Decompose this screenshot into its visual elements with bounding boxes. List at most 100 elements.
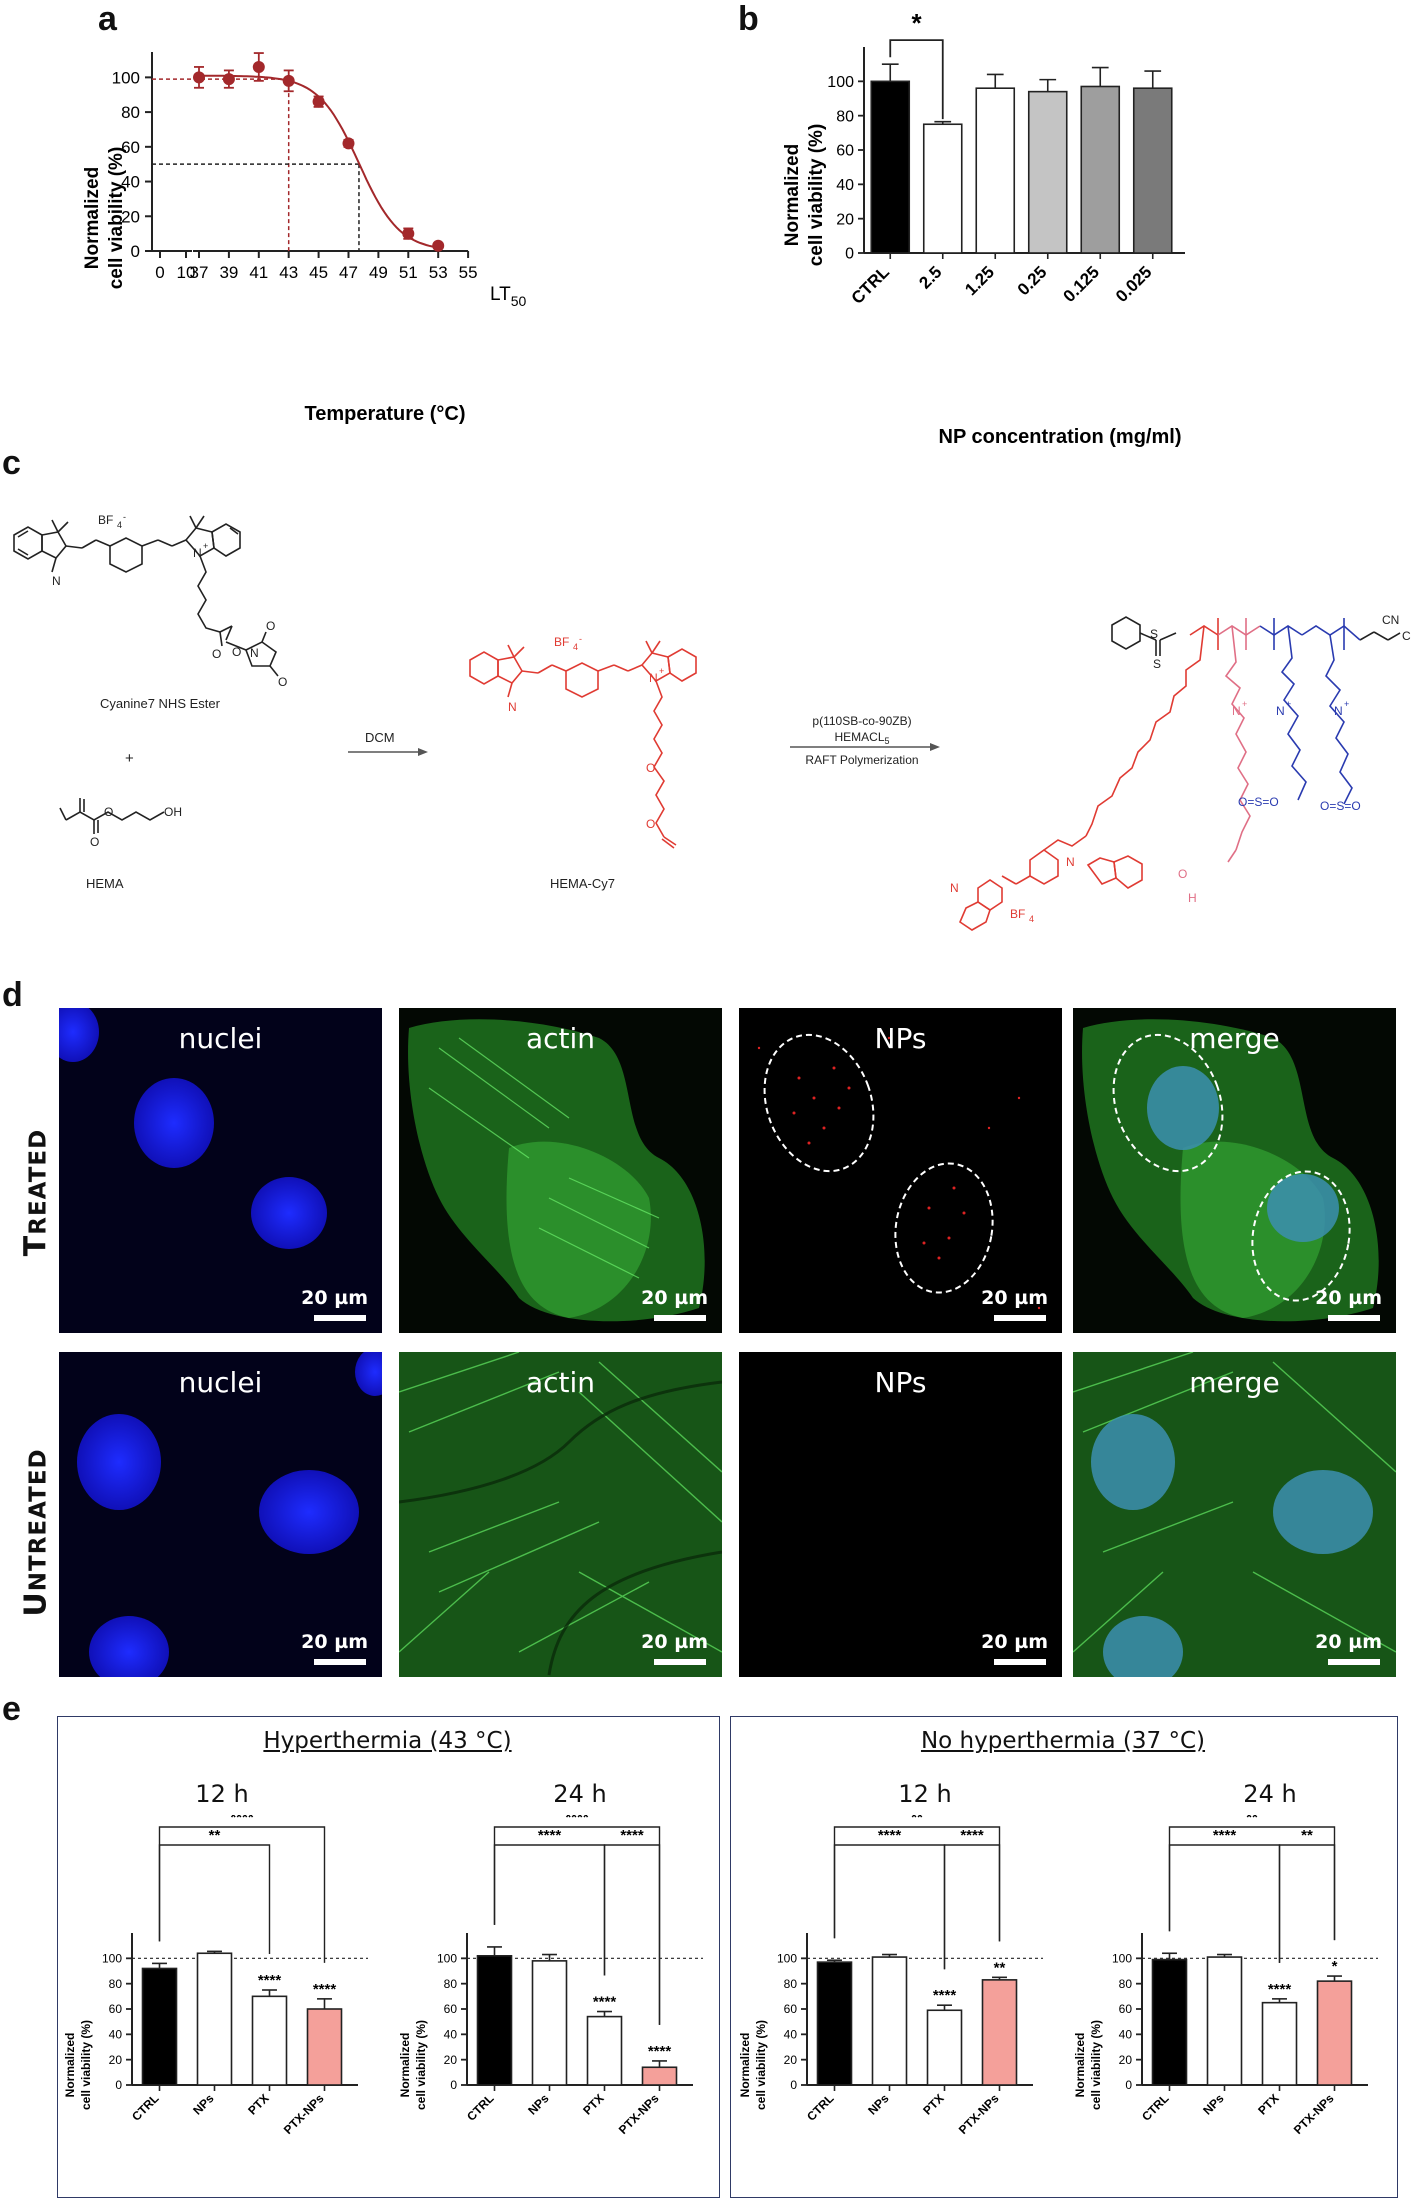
panel-label-a: a xyxy=(98,0,117,38)
significance-label: **** xyxy=(960,1827,984,1844)
panel-label-e: e xyxy=(2,1690,21,1728)
channel-label: actin xyxy=(525,1022,596,1055)
svg-text:OH: OH xyxy=(164,805,182,819)
y-tick-label: 100 xyxy=(1112,1952,1132,1966)
x-tick-label: NPs xyxy=(865,2091,892,2118)
x-tick-label: 49 xyxy=(369,263,388,282)
scale-bar xyxy=(1328,1315,1380,1321)
svg-text:O=S=O: O=S=O xyxy=(1238,795,1279,809)
x-tick-label: 41 xyxy=(249,263,268,282)
reaction-arrow-1 xyxy=(348,748,428,756)
y-tick-label: 80 xyxy=(836,108,854,125)
svg-text:O: O xyxy=(212,647,221,661)
x-tick-label: 0 xyxy=(155,263,164,282)
y-tick-label: 40 xyxy=(444,2028,458,2042)
y-tick-label: 60 xyxy=(836,143,854,160)
x-tick-label: 43 xyxy=(279,263,298,282)
y-tick-label: 20 xyxy=(444,2053,458,2067)
svg-text:N: N xyxy=(1334,704,1343,718)
bar xyxy=(586,2015,623,2086)
bar xyxy=(531,1960,568,2086)
y-tick-label: 80 xyxy=(444,1977,458,1991)
data-point xyxy=(252,60,265,73)
svg-text:+: + xyxy=(203,541,208,551)
significance-label: **** xyxy=(313,1981,337,1998)
x-tick-label: NPs xyxy=(190,2091,217,2118)
hema-label: HEMA xyxy=(86,876,124,891)
panel-label-d: d xyxy=(2,976,23,1014)
svg-text:+: + xyxy=(659,666,664,676)
y-tick-label: 60 xyxy=(121,138,140,157)
y-tick-label: 0 xyxy=(845,246,854,263)
significance-bracket xyxy=(158,1826,326,1963)
bar xyxy=(1261,2001,1298,2086)
chart-e4-ylabel-2: cell viability (%) xyxy=(1089,2020,1103,2110)
y-tick-label: 60 xyxy=(1119,2002,1133,2016)
data-point xyxy=(282,74,295,87)
y-tick-label: 0 xyxy=(1125,2078,1132,2092)
chart-e1: Normalized cell viability (%) 0204060801… xyxy=(63,1815,368,2137)
time-label-e1: 12 h xyxy=(195,1780,249,1808)
significance-label: **** xyxy=(565,1815,589,1826)
svg-text:H: H xyxy=(1188,891,1197,905)
scale-bar xyxy=(314,1315,366,1321)
svg-text:+: + xyxy=(1242,699,1247,709)
y-tick-label: 100 xyxy=(437,1952,457,1966)
chart-e2: Normalized cell viability (%) 0204060801… xyxy=(398,1815,703,2137)
chart-e2-ylabel-2: cell viability (%) xyxy=(414,2020,428,2110)
x-tick-label: PTX xyxy=(1255,2091,1281,2117)
svg-text:N: N xyxy=(52,574,61,588)
svg-text:O: O xyxy=(90,835,99,849)
significance-label: **** xyxy=(620,1827,644,1844)
svg-text:CN: CN xyxy=(1382,613,1399,627)
reaction-arrow-2 xyxy=(790,743,940,751)
scale-bar-label: 20 µm xyxy=(301,1631,368,1653)
svg-text:-: - xyxy=(123,512,126,522)
significance-label: **** xyxy=(933,1987,957,2004)
significance-bracket xyxy=(493,1826,661,2025)
x-tick-label: NPs xyxy=(525,2091,552,2118)
svg-text:S: S xyxy=(1153,657,1161,671)
x-tick-label: 0.25 xyxy=(1014,262,1051,299)
svg-text:BF: BF xyxy=(554,635,569,649)
x-tick-label: 39 xyxy=(219,263,238,282)
bar xyxy=(922,123,963,254)
significance-label: **** xyxy=(230,1815,254,1826)
image-treated-actin: actin 20 µm xyxy=(399,1008,722,1333)
x-tick-label: 2.5 xyxy=(915,262,945,292)
svg-text:O: O xyxy=(232,645,241,659)
cyanine7-label: Cyanine7 NHS Ester xyxy=(100,696,221,711)
svg-text:4: 4 xyxy=(117,520,122,530)
cond-1: p(110SB-co-90ZB) xyxy=(812,714,911,728)
chart-e2-ylabel-1: Normalized xyxy=(398,2033,412,2098)
y-tick-label: 40 xyxy=(784,2028,798,2042)
x-tick-label: CTRL xyxy=(804,2091,837,2124)
x-tick-label: 51 xyxy=(399,263,418,282)
image-treated-nuclei: nuclei 20 µm xyxy=(59,1008,382,1333)
significance-bracket xyxy=(1278,1844,1336,1963)
bar xyxy=(975,87,1016,254)
scale-bar xyxy=(654,1315,706,1321)
y-tick-label: 40 xyxy=(121,173,140,192)
scale-bar-label: 20 µm xyxy=(641,1287,708,1309)
significance-label: ** xyxy=(1246,1815,1258,1826)
y-tick-label: 100 xyxy=(102,1952,122,1966)
chart-e3-ylabel-1: Normalized xyxy=(738,2033,752,2098)
scale-bar-label: 20 µm xyxy=(981,1287,1048,1309)
svg-text:N: N xyxy=(508,700,517,714)
y-tick-label: 0 xyxy=(450,2078,457,2092)
svg-text:O: O xyxy=(646,761,655,775)
data-point xyxy=(432,239,445,252)
y-tick-label: 0 xyxy=(131,242,140,261)
chart-e3: Normalized cell viability (%) 0204060801… xyxy=(738,1815,1043,2137)
scale-bar xyxy=(314,1659,366,1665)
svg-text:N: N xyxy=(1066,855,1075,869)
channel-label: merge xyxy=(1189,1022,1280,1055)
image-untreated-actin: actin 20 µm xyxy=(399,1352,722,1677)
x-tick-label: PTX xyxy=(920,2091,946,2117)
significance-label: **** xyxy=(1213,1827,1237,1844)
cond-3: RAFT Polymerization xyxy=(805,753,918,767)
x-tick-label: PTX xyxy=(580,2091,606,2117)
svg-text:O: O xyxy=(1178,867,1187,881)
